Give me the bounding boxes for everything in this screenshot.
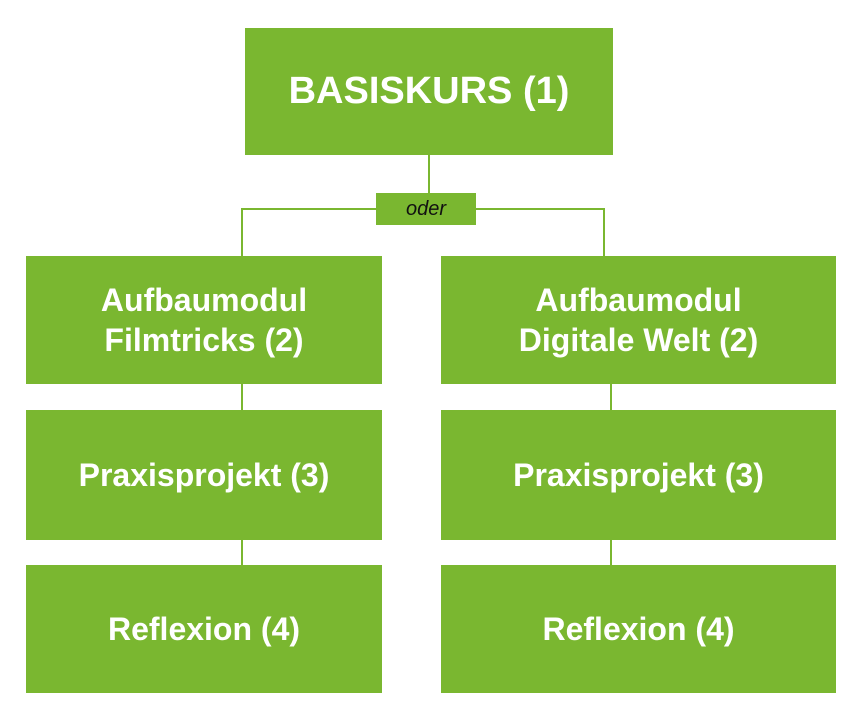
aufbaumodul-label-right: Aufbaumodul <box>535 282 742 318</box>
reflexion-label-left: Reflexion (4) <box>107 610 301 647</box>
basiskurs-box: BASISKURS (1) <box>245 28 613 155</box>
basiskurs-label: BASISKURS (1) <box>288 70 570 112</box>
praxisprojekt-label-right: Praxisprojekt (3) <box>513 456 764 493</box>
root-down-line <box>428 155 430 193</box>
left-aufbau-praxis-line <box>241 384 243 410</box>
right-praxis-reflex-line <box>610 540 612 565</box>
praxisprojekt-label-left: Praxisprojekt (3) <box>78 456 330 493</box>
branch-left-down-line <box>241 208 243 256</box>
branch-horizontal-line-left <box>241 208 376 210</box>
right-aufbau-praxis-line <box>610 384 612 410</box>
oder-connector-label: oder <box>376 193 476 225</box>
reflexion-box-left: Reflexion (4) <box>26 565 382 693</box>
left-praxis-reflex-line <box>241 540 243 565</box>
branch-right-down-line <box>603 208 605 256</box>
reflexion-label-right: Reflexion (4) <box>542 610 735 647</box>
reflexion-box-right: Reflexion (4) <box>441 565 836 693</box>
praxisprojekt-box-right: Praxisprojekt (3) <box>441 410 836 540</box>
digitale-welt-label: Digitale Welt (2) <box>518 322 759 358</box>
aufbaumodul-label-left: Aufbaumodul <box>100 282 308 318</box>
branch-horizontal-line-right <box>476 208 605 210</box>
praxisprojekt-box-left: Praxisprojekt (3) <box>26 410 382 540</box>
aufbaumodul-digitale-welt-box: Aufbaumodul Digitale Welt (2) <box>441 256 836 384</box>
filmtricks-label: Filmtricks (2) <box>104 322 304 358</box>
aufbaumodul-filmtricks-box: Aufbaumodul Filmtricks (2) <box>26 256 382 384</box>
